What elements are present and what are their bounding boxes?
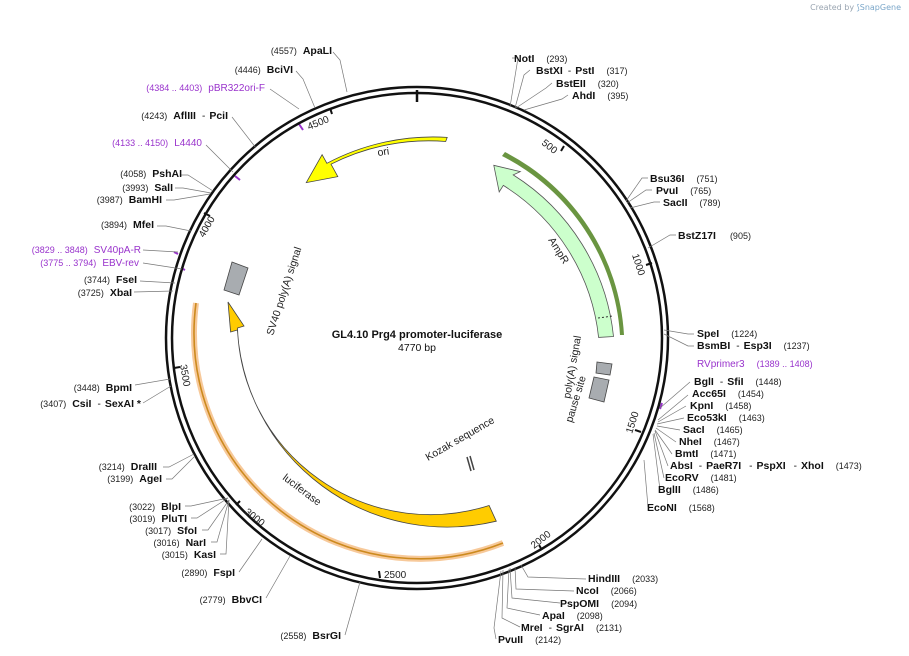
primer-sv40pa-r[interactable]: (3829 .. 3848)SV40pA-R <box>32 245 141 256</box>
tick-label-4000: 4000 <box>197 214 218 239</box>
primer-mark-pbr322 <box>298 123 304 131</box>
site-bpmi[interactable]: (3448)BpmI <box>74 382 132 394</box>
primer-mark-l4440 <box>234 175 241 181</box>
feature-ori-arrow[interactable] <box>305 136 448 184</box>
features-layer <box>173 123 663 562</box>
feature-ampr-dotted <box>597 315 614 319</box>
site-csii-sexai[interactable]: (3407)CsiI-SexAI * <box>40 398 142 410</box>
site-agei[interactable]: (3199)AgeI <box>107 473 162 485</box>
backbone-outer <box>164 85 670 591</box>
site-bgli-sfii[interactable]: BglI-SfiI(1448) <box>694 376 782 388</box>
primer-mark-sv40pa <box>173 251 179 255</box>
site-sfoi[interactable]: (3017)SfoI <box>145 525 197 537</box>
site-mrei-sgrai[interactable]: MreI-SgrAI(2131) <box>521 622 622 634</box>
feature-luciferase-arrow[interactable] <box>227 301 497 528</box>
site-sacii[interactable]: SacII(789) <box>663 197 721 209</box>
site-ncoi[interactable]: NcoI(2066) <box>576 585 637 597</box>
site-pvuii[interactable]: PvuII(2142) <box>498 634 561 646</box>
site-econi[interactable]: EcoNI(1568) <box>647 502 715 514</box>
site-fsei[interactable]: (3744)FseI <box>84 274 137 286</box>
site-saci[interactable]: SacI(1465) <box>683 424 743 436</box>
feature-pause-site[interactable] <box>588 376 610 403</box>
site-kpni[interactable]: KpnI(1458) <box>690 400 751 412</box>
feature-luciferase-outer <box>193 302 504 560</box>
right-site-labels: NotI(293) BstXI-PstI(317) BstEII(320) Ah… <box>514 53 862 514</box>
feature-polya-signal[interactable] <box>595 361 613 376</box>
connector-lines <box>133 51 694 640</box>
primer-ebv-rev[interactable]: (3775 .. 3794)EBV-rev <box>40 258 139 269</box>
site-pshai[interactable]: (4058)PshAI <box>120 168 182 180</box>
site-bcivi[interactable]: (4446)BciVI <box>235 64 293 76</box>
site-sali[interactable]: (3993)SalI <box>122 182 173 194</box>
site-bsmbi-esp3i[interactable]: BsmBI-Esp3I(1237) <box>697 340 810 352</box>
site-ahdi[interactable]: AhdI(395) <box>572 90 628 102</box>
site-blpi[interactable]: (3022)BlpI <box>129 501 181 513</box>
tick-label-3000: 3000 <box>242 507 267 530</box>
site-bmti[interactable]: BmtI(1471) <box>675 448 736 460</box>
site-nhei[interactable]: NheI(1467) <box>679 436 740 448</box>
primer-rvprimer3[interactable]: RVprimer3(1389 .. 1408) <box>697 359 813 370</box>
site-pspomi[interactable]: PspOMI(2094) <box>560 598 637 610</box>
site-afliii-pcii[interactable]: (4243)AflIII-PciI <box>141 110 228 122</box>
site-ecorv[interactable]: EcoRV(1481) <box>665 472 737 484</box>
site-pluti[interactable]: (3019)PluTI <box>129 513 187 525</box>
site-pvui[interactable]: PvuI(765) <box>656 185 711 197</box>
tick-label-3500: 3500 <box>177 364 192 388</box>
site-spei[interactable]: SpeI(1224) <box>697 328 757 340</box>
feature-label-kozak: Kozak sequence <box>424 414 497 463</box>
site-acc65i[interactable]: Acc65I(1454) <box>692 388 764 400</box>
site-eco53ki[interactable]: Eco53kI(1463) <box>687 412 765 424</box>
site-hindiii[interactable]: HindIII(2033) <box>588 573 658 585</box>
site-noti[interactable]: NotI(293) <box>514 53 567 65</box>
site-draiii[interactable]: (3214)DraIII <box>99 461 157 473</box>
feature-kozak <box>466 455 475 472</box>
site-bsteii[interactable]: BstEII(320) <box>556 78 619 90</box>
feature-label-sv40: SV40 poly(A) signal <box>264 246 304 337</box>
feature-ampr-arrow[interactable] <box>493 164 614 338</box>
tick-label-500: 500 <box>539 138 559 157</box>
site-bsu36i[interactable]: Bsu36I(751) <box>650 173 717 185</box>
tick-label-1000: 1000 <box>629 253 646 278</box>
site-apai[interactable]: ApaI(2098) <box>542 610 603 622</box>
site-bstxi-psti[interactable]: BstXI-PstI(317) <box>536 65 627 77</box>
feature-label-ori: ori <box>377 145 390 159</box>
snapgene-credit: Created by ⟆SnapGene <box>810 3 901 12</box>
snapgene-logo-icon: ⟆ <box>856 3 860 12</box>
plasmid-size: 4770 bp <box>398 342 436 354</box>
site-bsrgi[interactable]: (2558)BsrGI <box>280 630 341 642</box>
site-bbvci[interactable]: (2779)BbvCI <box>200 594 262 606</box>
feature-sv40-polya[interactable] <box>223 261 249 296</box>
site-bglii[interactable]: BglII(1486) <box>658 484 719 496</box>
site-absi-group[interactable]: AbsI-PaeR7I-PspXI-XhoI(1473) <box>670 460 862 472</box>
site-xbai[interactable]: (3725)XbaI <box>78 287 132 299</box>
primer-l4440[interactable]: (4133 .. 4150)L4440 <box>112 138 202 149</box>
credit-prefix: Created by <box>810 3 855 12</box>
site-nari[interactable]: (3016)NarI <box>154 537 207 549</box>
site-apali[interactable]: (4557)ApaLI <box>271 45 332 57</box>
site-bstz17i[interactable]: BstZ17I(905) <box>678 230 751 242</box>
plasmid-name: GL4.10 Prg4 promoter-luciferase <box>332 329 503 341</box>
site-mfei[interactable]: (3894)MfeI <box>101 219 154 231</box>
tick-label-2500: 2500 <box>384 570 407 581</box>
left-site-labels: (4557)ApaLI (4446)BciVI (4384 .. 4403)pB… <box>32 45 341 642</box>
credit-brand: SnapGene <box>859 3 901 12</box>
primer-pbr322ori-f[interactable]: (4384 .. 4403)pBR322ori-F <box>146 83 265 94</box>
bottom-site-labels: HindIII(2033) NcoI(2066) PspOMI(2094) Ap… <box>498 573 658 646</box>
site-fspi[interactable]: (2890)FspI <box>181 567 235 579</box>
site-bamhi[interactable]: (3987)BamHI <box>97 194 162 206</box>
site-kasi[interactable]: (3015)KasI <box>162 549 216 561</box>
